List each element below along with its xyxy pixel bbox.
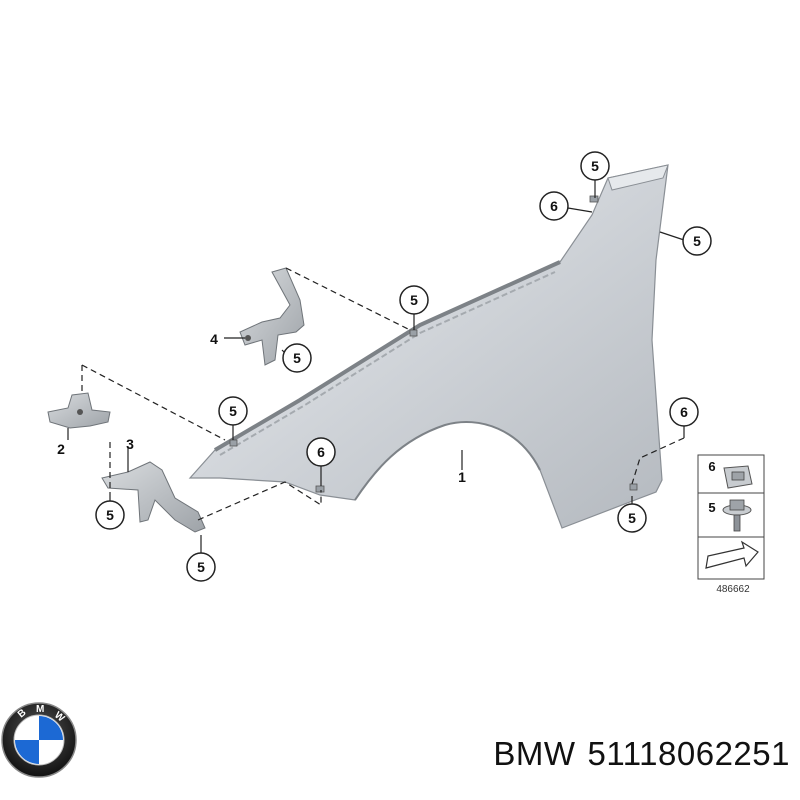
svg-text:5: 5 (293, 350, 301, 366)
part-caption: BMW 51118062251 (400, 735, 790, 773)
collar-bolt-icon (722, 499, 752, 532)
logo-letter-m: M (36, 704, 44, 715)
callout-5-bottom: 5 (186, 552, 216, 582)
svg-text:2: 2 (57, 441, 65, 457)
svg-text:5: 5 (197, 559, 205, 575)
svg-text:6: 6 (680, 404, 688, 420)
bracket-2 (47, 392, 111, 429)
label-1: 1 (458, 469, 466, 485)
fastener-clips (229, 195, 638, 493)
label-4: 4 (210, 331, 218, 347)
leader-lines (67, 180, 685, 554)
part-number: 51118062251 (587, 735, 790, 772)
callout-6-right: 6 (669, 397, 699, 427)
label-3: 3 (126, 436, 134, 452)
callout-5-left: 5 (218, 396, 248, 426)
svg-text:1: 1 (458, 469, 466, 485)
legend-label-nut: 6 (708, 459, 715, 474)
callout-6-top: 6 (539, 191, 569, 221)
svg-text:6: 6 (317, 444, 325, 460)
brand-name: BMW (493, 735, 576, 772)
svg-text:5: 5 (628, 510, 636, 526)
callout-5-upper-mid: 5 (399, 285, 429, 315)
direction-arrow-icon (705, 540, 759, 569)
fastener-legend: 6 5 486662 (697, 454, 765, 595)
svg-text:5: 5 (106, 507, 114, 523)
callout-5-top: 5 (580, 151, 610, 181)
bracket-4 (239, 267, 305, 366)
svg-text:5: 5 (591, 158, 599, 174)
bracket-3 (101, 461, 206, 533)
front-fender (188, 164, 669, 529)
diagram-id: 486662 (716, 584, 750, 595)
svg-text:5: 5 (693, 233, 701, 249)
callout-5-bracket-3: 5 (95, 500, 125, 530)
svg-text:4: 4 (210, 331, 218, 347)
svg-text:3: 3 (126, 436, 134, 452)
legend-label-bolt: 5 (708, 500, 715, 515)
svg-text:5: 5 (410, 292, 418, 308)
bmw-logo: B M W (1, 702, 77, 778)
callout-6-mid: 6 (306, 437, 336, 467)
callout-5-right: 5 (682, 226, 712, 256)
callout-5-lower-right: 5 (617, 503, 647, 533)
label-2: 2 (57, 441, 65, 457)
svg-text:5: 5 (229, 403, 237, 419)
assembly-dashed-lines (81, 267, 685, 521)
callout-5-bracket-4: 5 (282, 343, 312, 373)
speed-nut-icon (723, 465, 753, 489)
svg-text:6: 6 (550, 198, 558, 214)
